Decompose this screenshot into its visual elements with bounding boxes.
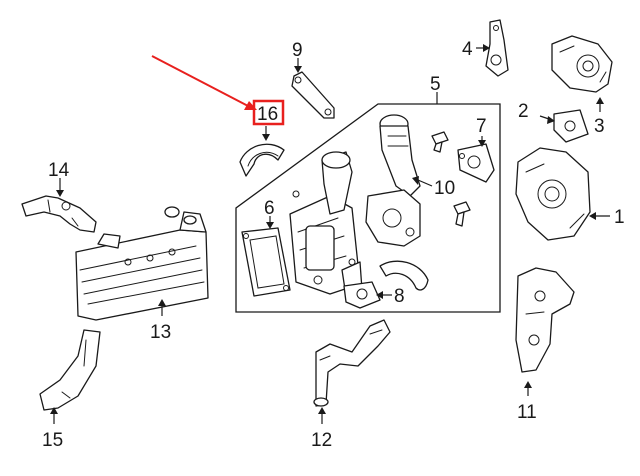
bolt-lower <box>453 201 471 227</box>
callout-14: 14 <box>48 160 70 181</box>
part-10-actuator <box>365 114 433 247</box>
callout-9: 9 <box>292 40 303 61</box>
part-6-gasket <box>241 216 291 297</box>
part-4-gasket <box>476 19 509 77</box>
part-1-housing <box>515 147 610 241</box>
callout-6: 6 <box>264 198 275 219</box>
callout-5: 5 <box>430 74 441 95</box>
callout-16: 16 <box>257 104 278 125</box>
callout-11: 11 <box>517 402 537 423</box>
part-8-gasket <box>343 281 392 309</box>
callout-8: 8 <box>394 286 405 307</box>
part-15-bracket <box>39 329 101 424</box>
callout-2: 2 <box>518 101 529 122</box>
egr-valve-body <box>289 151 363 297</box>
callout-10: 10 <box>434 178 455 199</box>
part-16-hose <box>239 126 285 177</box>
part-7-gasket <box>457 136 495 183</box>
part-13-egr-cooler <box>75 206 209 321</box>
highlight-box <box>252 99 285 126</box>
part-2-gasket <box>539 109 589 143</box>
highlight-annotation <box>151 55 285 126</box>
callout-12: 12 <box>311 430 332 451</box>
callout-7: 7 <box>476 116 487 137</box>
part-9-gasket <box>291 58 335 119</box>
part-14-bracket <box>21 178 97 233</box>
callout-15: 15 <box>42 430 63 451</box>
callout-3: 3 <box>594 116 605 137</box>
callout-1: 1 <box>614 207 625 228</box>
bolt-upper <box>431 131 449 153</box>
callout-13: 13 <box>150 322 171 343</box>
part-3-housing <box>551 35 613 112</box>
callout-4: 4 <box>462 39 473 60</box>
part-11-bracket <box>515 267 575 396</box>
assembly-5-frame <box>235 103 501 313</box>
seal-ring <box>379 260 429 291</box>
part-12-pipe <box>313 319 391 424</box>
highlight-arrow <box>151 55 251 108</box>
